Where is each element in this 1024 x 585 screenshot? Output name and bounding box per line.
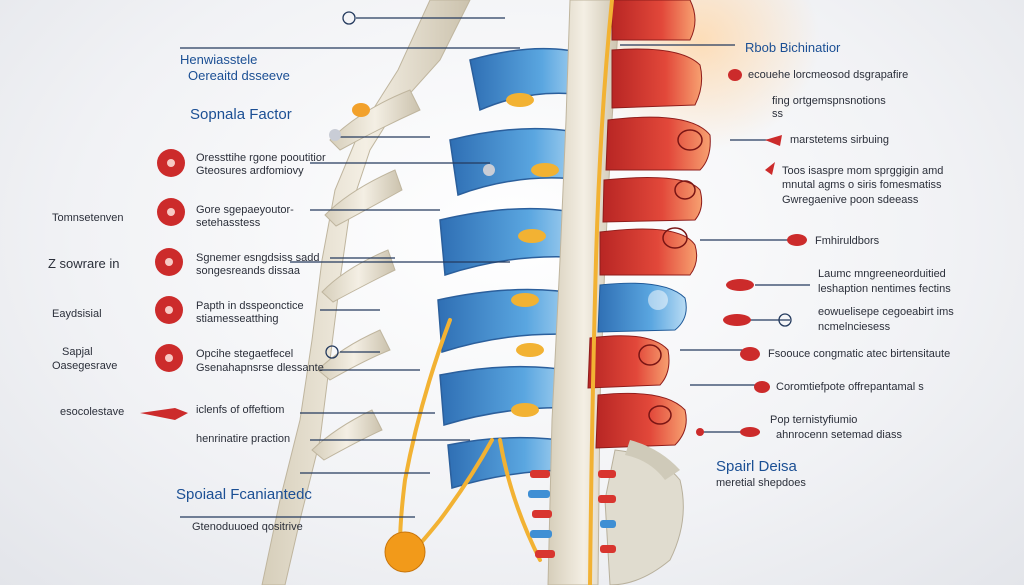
disc-nuclei — [638, 129, 703, 425]
nerve-ganglion — [384, 531, 426, 573]
left-bottom-title: Spoiaal Fcaniantedc — [176, 486, 312, 503]
right-item9: Coromtiefpote offrepantamal s — [776, 381, 924, 393]
left-item5-line2: Gsenahapnsrse dlessante — [196, 362, 324, 374]
right-title: Rbob Bichinatior — [745, 40, 841, 55]
right-item8: Fsoouce congmatic atec birtensitaute — [768, 348, 951, 360]
left-item4-line1: Papth in dsspeonctice — [196, 300, 304, 312]
marker-glyphs — [165, 159, 175, 362]
disc-highlight — [597, 282, 687, 333]
right-item1: ecouehe lorcmeosod dsgrapafire — [748, 69, 909, 81]
left-side-label4: Eaydsisial — [52, 308, 102, 320]
nerve-node — [352, 103, 370, 117]
left-side-label6: esocolestave — [60, 406, 125, 418]
vertebrae-red — [587, 0, 711, 449]
grey-dot — [329, 129, 341, 141]
right-item6-line2: leshaption nentimes fectins — [818, 283, 951, 295]
left-item6-line2: henrinatire praction — [196, 433, 291, 445]
left-section-title: Sopnala Factor — [190, 106, 292, 123]
right-item6-line1: Laumc mngreeneorduitied — [818, 268, 946, 280]
left-item3-line2: songesreands dissaa — [196, 265, 300, 277]
nerve-node — [516, 343, 544, 357]
left-item2-line2: setehasstess — [196, 217, 261, 229]
left-title-line1: Henwiasstele — [180, 52, 258, 67]
right-bottom-title: Spairl Deisa — [716, 458, 797, 475]
left-item2-line1: Gore sgepaeyoutor- — [196, 204, 294, 216]
nerve-node — [531, 163, 559, 177]
right-item4-line1: Toos isaspre mom sprggigin amd — [782, 165, 944, 177]
right-item10-line1: Pop ternistyfiumio — [770, 414, 858, 426]
lower-vertebrae — [528, 470, 616, 558]
right-item3: marstetems sirbuing — [790, 134, 890, 146]
right-item10-line2: ahnrocenn setemad diass — [776, 429, 902, 441]
nerve-node — [518, 229, 546, 243]
left-bottom-item: Gtenoduuoed qositrive — [192, 521, 303, 533]
hollow-circles — [325, 11, 792, 359]
right-item5: Fmhiruldbors — [815, 235, 880, 247]
grey-dot — [483, 164, 495, 176]
left-side-label3: Z sowrare in — [48, 256, 120, 271]
left-side-label5-line1: Sapjal — [62, 346, 93, 358]
left-title-line2: Oereaitd dsseeve — [188, 68, 290, 83]
left-side-label2: Tomnsetenven — [52, 212, 124, 224]
left-item1-line2: Gteosures ardfomiovy — [196, 165, 304, 177]
left-item1-line1: Oressttihe rgone pooutitior — [196, 152, 326, 164]
right-item2-line1: fing ortgemspnsnotions — [772, 95, 886, 107]
nerve-node — [506, 93, 534, 107]
pelvic-bones — [604, 440, 684, 585]
right-item4-line2: mnutal agms o siris fomesmatiss — [782, 179, 942, 191]
left-item3-line1: Sgnemer esngdsiss sadd — [196, 252, 320, 264]
nerve-node — [511, 293, 539, 307]
right-item4-line3: Gwregaenive poon sdeeass — [782, 194, 919, 206]
left-item6-line1: iclenfs of offeftiom — [196, 404, 285, 416]
left-side-label5-line2: Oasegesrave — [52, 360, 118, 372]
discs-blue — [437, 47, 591, 489]
right-item7-line1: eowuelisepe cegoeabirt ims — [818, 306, 954, 318]
leader-lines — [180, 17, 810, 518]
right-bottom-item: meretial shepdoes — [716, 477, 806, 489]
spinous-processes — [261, 0, 471, 585]
right-item7-line2: ncmelnciesess — [818, 321, 891, 333]
left-item4-line2: stiamesseatthing — [196, 313, 279, 325]
right-item2-line2: ss — [772, 108, 783, 120]
disc-highlight-core — [648, 290, 668, 310]
left-item5-line1: Opcihe stegaetfecel — [196, 348, 294, 360]
nerve-node — [511, 403, 539, 417]
